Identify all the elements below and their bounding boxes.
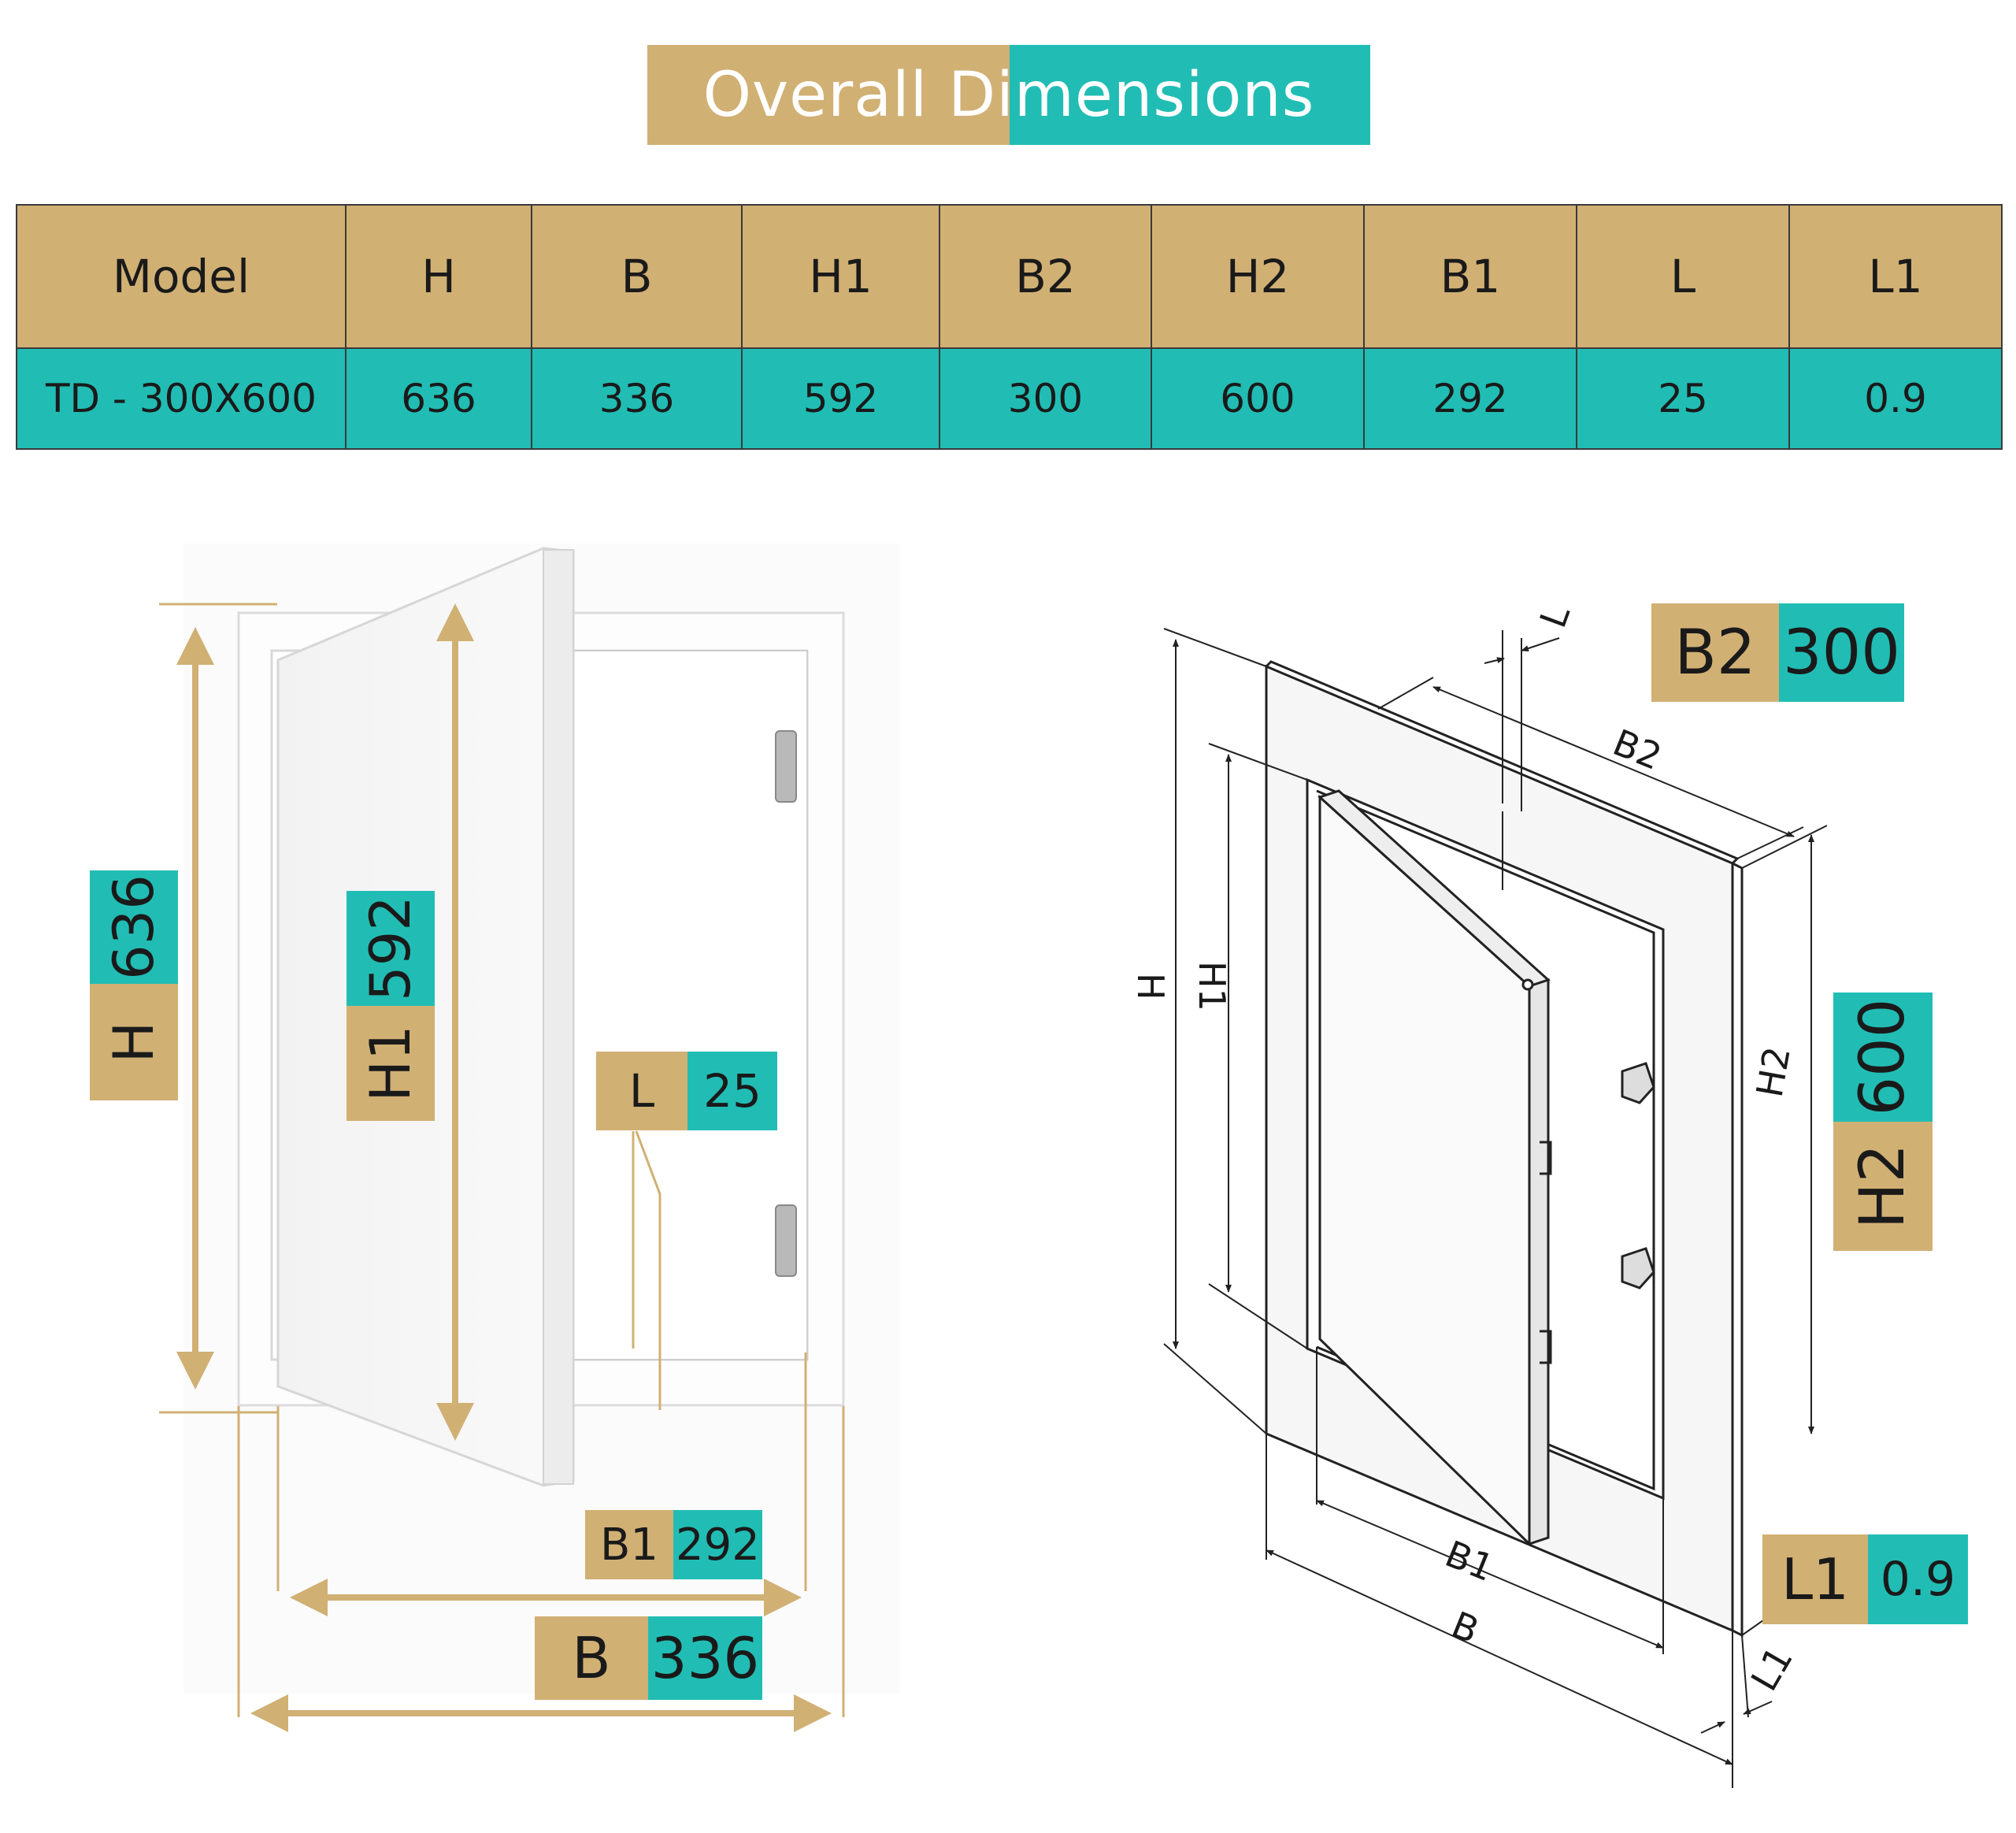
dim-text-h: H: [1129, 973, 1172, 1000]
cell-b2: 300: [939, 347, 1152, 450]
header-h1: H1: [741, 204, 940, 349]
header-l1: L1: [1788, 204, 2003, 349]
hinge-icon: [1621, 1062, 1655, 1104]
header-model: Model: [16, 204, 346, 349]
dim-text-l: L: [1532, 599, 1579, 633]
label-b1-name: B1: [585, 1510, 673, 1579]
label-b2: B2 300: [1651, 603, 1904, 702]
label-h2-name: H2: [1833, 1122, 1933, 1251]
cell-l: 25: [1576, 347, 1790, 450]
table-header-row: Model H B H1 B2 H2 B1 L L1: [16, 204, 2003, 349]
label-h2: H2 600: [1833, 993, 1933, 1251]
hinge-icon: [1621, 1247, 1655, 1289]
label-b2-value: 300: [1779, 603, 1904, 702]
dim-text-b1: B1: [1440, 1532, 1500, 1590]
header-h2: H2: [1151, 204, 1365, 349]
product-photo: [159, 544, 900, 1732]
label-b-name: B: [535, 1616, 648, 1700]
label-b-value: 336: [648, 1616, 762, 1700]
header-b2: B2: [939, 204, 1152, 349]
label-h1-name: H1: [346, 1006, 435, 1121]
label-b1: B1 292: [585, 1510, 762, 1579]
label-l1-name: L1: [1762, 1534, 1868, 1624]
header-h: H: [345, 204, 532, 349]
cell-b: 336: [531, 347, 743, 450]
page-title: Overall Dimensions: [647, 45, 1370, 145]
label-h1: H1 592: [346, 891, 435, 1121]
label-l: L 25: [596, 1052, 777, 1130]
header-l: L: [1576, 204, 1790, 349]
label-l-value: 25: [687, 1052, 777, 1130]
label-h1-value: 592: [346, 891, 435, 1006]
hinge-icon: [775, 1204, 797, 1277]
label-b: B 336: [535, 1616, 762, 1700]
dim-text-b: B: [1446, 1603, 1484, 1652]
label-h: H 636: [90, 870, 178, 1100]
cell-l1: 0.9: [1788, 347, 2003, 450]
cell-h: 636: [345, 347, 532, 450]
dim-text-h2: H2: [1748, 1044, 1799, 1100]
header-b1: B1: [1363, 204, 1577, 349]
cell-model: TD - 300X600: [16, 347, 346, 450]
dim-text-h1: H1: [1191, 961, 1233, 1011]
label-b2-name: B2: [1651, 603, 1779, 702]
dimensions-table: Model H B H1 B2 H2 B1 L L1 TD - 300X600 …: [16, 204, 2003, 450]
label-l1: L1 0.9: [1762, 1534, 1968, 1624]
hinge-icon: [775, 730, 797, 803]
label-h-value: 636: [90, 870, 178, 984]
label-l1-value: 0.9: [1868, 1534, 1968, 1624]
label-l-name: L: [596, 1052, 687, 1130]
label-h-name: H: [90, 984, 178, 1100]
cell-h2: 600: [1151, 347, 1365, 450]
header-b: B: [531, 204, 743, 349]
label-b1-value: 292: [673, 1510, 762, 1579]
cell-h1: 592: [741, 347, 940, 450]
table-row: TD - 300X600 636 336 592 300 600 292 25 …: [16, 347, 2003, 450]
dim-text-l1: L1: [1743, 1639, 1801, 1698]
dim-text-b2: B2: [1607, 721, 1668, 778]
cell-b1: 292: [1363, 347, 1577, 450]
technical-drawing: [1163, 628, 1828, 1788]
label-h2-value: 600: [1833, 993, 1933, 1122]
